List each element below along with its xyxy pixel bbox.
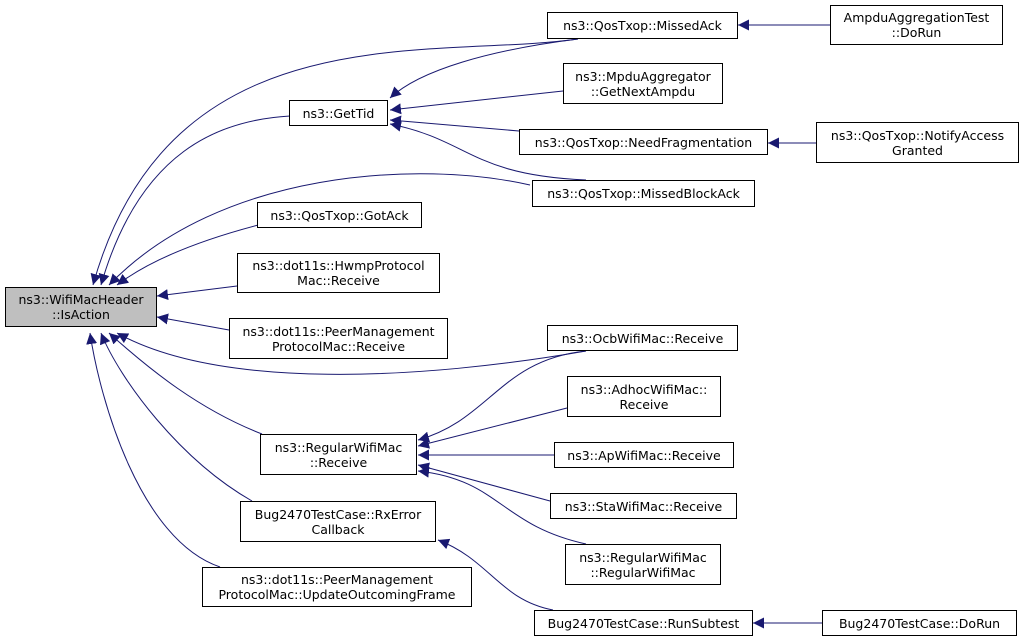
edge-gotack-to-root [116, 223, 263, 286]
node-qostxop-notifyaccessgranted[interactable]: ns3::QosTxop::NotifyAccess Granted [816, 122, 1019, 163]
node-wifimacheader-isaction: ns3::WifiMacHeader ::IsAction [5, 287, 157, 327]
node-label: ProtocolMac::UpdateOutcomingFrame [218, 587, 456, 602]
node-label: ProtocolMac::Receive [271, 338, 406, 354]
node-peermanagementprotocolmac-updateoutcomingframe[interactable]: ns3::dot11s::PeerManagement ProtocolMac:… [202, 567, 472, 607]
edge-runsubtest-to-bug-rxerror [437, 538, 554, 611]
node-stawifimac-receive[interactable]: ns3::StaWifiMac::Receive [550, 493, 737, 519]
node-label: Callback [311, 521, 365, 537]
node-apwifimac-receive[interactable]: ns3::ApWifiMac::Receive [554, 442, 734, 468]
node-hwmpprotocolmac-receive[interactable]: ns3::dot11s::HwmpProtocol Mac::Receive [237, 253, 440, 293]
node-label: ns3::OcbWifiMac::Receive [561, 330, 724, 346]
node-ampduaggregationtest-dorun[interactable]: AmpduAggregationTest ::DoRun [830, 5, 1003, 45]
edge-missedack-to-root [90, 38, 579, 286]
node-label: ns3::dot11s::HwmpProtocol [252, 258, 425, 273]
edge-regular-recv-to-root [108, 332, 263, 435]
node-label: AmpduAggregationTest [843, 10, 990, 25]
edge-sta-to-regular-recv [417, 462, 551, 502]
edge-needfrag-to-gettid [389, 115, 520, 132]
node-label: ns3::MpduAggregator [575, 68, 711, 84]
edge-missedack-to-gettid [389, 38, 579, 99]
node-label: Granted [892, 142, 943, 158]
node-bug2470-rxerrorcallback[interactable]: Bug2470TestCase::RxError Callback [240, 501, 436, 542]
node-label: ns3::dot11s::PeerManagement [242, 323, 435, 339]
node-qostxop-missedblockack[interactable]: ns3::QosTxop::MissedBlockAck [532, 180, 755, 207]
node-label: ns3::ApWifiMac::Receive [567, 447, 721, 463]
node-label: ns3::GetTid [302, 105, 375, 121]
edge-peermgmt-recv-to-root [156, 313, 230, 331]
node-label: ns3::RegularWifiMac [274, 439, 403, 455]
node-label: Mac::Receive [297, 273, 380, 288]
edge-adhoc-to-regular-recv [417, 407, 568, 449]
edge-ocb-to-root [116, 332, 587, 375]
node-label: Receive [619, 396, 669, 412]
node-mpduaggregator-getnextampdu[interactable]: ns3::MpduAggregator ::GetNextAmpdu [563, 63, 723, 104]
node-label: ns3::dot11s::PeerManagement [240, 572, 434, 587]
node-qostxop-missedack[interactable]: ns3::QosTxop::MissedAck [547, 12, 738, 39]
edge-bug-rxerror-to-root [100, 332, 253, 502]
node-label: ::IsAction [52, 307, 110, 322]
node-adhocwifimac-receive[interactable]: ns3::AdhocWifiMac:: Receive [567, 376, 721, 417]
node-label: ns3::AdhocWifiMac:: [580, 381, 708, 397]
node-label: Bug2470TestCase::RunSubtest [547, 615, 740, 631]
edge-hwmp-to-root [156, 285, 238, 301]
node-gettid[interactable]: ns3::GetTid [289, 100, 388, 126]
node-label: ns3::QosTxop::GotAck [270, 207, 409, 223]
node-ocbwifimac-receive[interactable]: ns3::OcbWifiMac::Receive [547, 325, 738, 351]
edge-ocb-to-regular-recv [417, 350, 587, 443]
node-label: ns3::QosTxop::MissedBlockAck [547, 186, 740, 201]
edge-missedblockack-to-gettid [389, 120, 587, 181]
edge-missedblockack-to-root [108, 173, 531, 286]
node-label: ::GetNextAmpdu [590, 83, 696, 99]
node-label: ::RegularWifiMac [590, 564, 696, 580]
node-regularwifimac-constructor[interactable]: ns3::RegularWifiMac ::RegularWifiMac [565, 544, 721, 585]
node-label: ns3::StaWifiMac::Receive [564, 498, 723, 514]
node-label: ::DoRun [891, 25, 942, 40]
node-label: Bug2470TestCase::RxError [254, 506, 422, 522]
node-qostxop-needfragmentation[interactable]: ns3::QosTxop::NeedFragmentation [519, 129, 768, 155]
node-label: ns3::QosTxop::NeedFragmentation [534, 134, 753, 150]
node-label: ns3::QosTxop::MissedAck [563, 18, 722, 33]
node-bug2470-dorun[interactable]: Bug2470TestCase::DoRun [822, 610, 1017, 636]
node-regularwifimac-receive[interactable]: ns3::RegularWifiMac ::Receive [260, 434, 417, 475]
edge-regular-ctor-to-regular-recv [417, 466, 587, 545]
edge-gettid-to-root [98, 115, 291, 286]
node-label: ::Receive [309, 454, 368, 470]
node-label: ns3::WifiMacHeader [18, 292, 144, 307]
node-label: Bug2470TestCase::DoRun [838, 615, 1001, 631]
node-peermanagementprotocolmac-receive[interactable]: ns3::dot11s::PeerManagement ProtocolMac:… [229, 318, 448, 359]
node-qostxop-gotack[interactable]: ns3::QosTxop::GotAck [257, 202, 422, 228]
edge-peermgmt-update-to-root [86, 332, 221, 568]
node-label: ns3::QosTxop::NotifyAccess [830, 127, 1005, 143]
edge-mpduagg-to-gettid [389, 90, 564, 115]
node-bug2470-runsubtest[interactable]: Bug2470TestCase::RunSubtest [534, 610, 753, 636]
node-label: ns3::RegularWifiMac [579, 549, 707, 565]
